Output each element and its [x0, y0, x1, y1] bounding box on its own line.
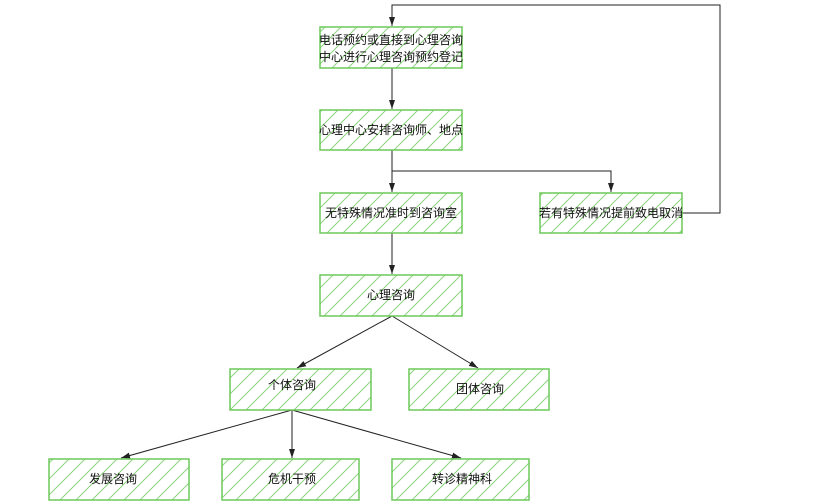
node-group-label: 团体咨询 — [456, 381, 504, 396]
connectors — [120, 4, 721, 459]
node-arrange-label: 心理中心安排咨询师、地点 — [319, 122, 463, 137]
node-referral: 转诊精神科 — [391, 458, 530, 501]
arrow-to-referral — [291, 409, 462, 459]
node-register-line1: 电话预约或直接到心理咨询 — [319, 32, 463, 47]
node-cancel: 若有特殊情况提前致电取消 — [539, 192, 683, 234]
arrow-to-individual — [296, 315, 393, 369]
node-crisis-label: 危机干预 — [268, 472, 316, 486]
node-on-time-label: 无特殊情况准时到咨询室 — [325, 205, 457, 220]
node-development-label: 发展咨询 — [89, 471, 137, 486]
node-group: 团体咨询 — [408, 368, 550, 411]
arrow-to-group — [391, 315, 479, 369]
node-arrange: 心理中心安排咨询师、地点 — [319, 109, 463, 151]
node-referral-label: 转诊精神科 — [432, 471, 492, 486]
node-crisis: 危机干预 — [221, 458, 360, 501]
node-counseling: 心理咨询 — [319, 274, 463, 317]
node-register-line2: 中心进行心理咨询预约登记 — [319, 49, 463, 64]
node-cancel-label: 若有特殊情况提前致电取消 — [539, 205, 683, 220]
node-register: 电话预约或直接到心理咨询 中心进行心理咨询预约登记 — [319, 26, 463, 69]
arrow-to-cancel — [392, 170, 614, 192]
node-development: 发展咨询 — [48, 458, 190, 501]
node-on-time: 无特殊情况准时到咨询室 — [319, 192, 463, 234]
node-counseling-label: 心理咨询 — [367, 287, 415, 302]
loop-back-line — [389, 4, 721, 214]
node-individual: 个体咨询 — [229, 368, 372, 411]
node-individual-label: 个体咨询 — [268, 377, 316, 392]
arrow-to-development — [120, 409, 293, 459]
